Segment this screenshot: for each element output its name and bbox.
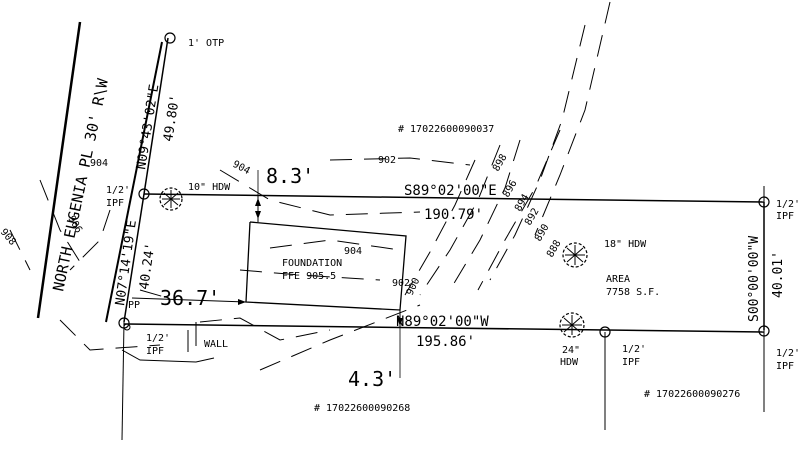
tree-24-hdw-label-b: HDW	[560, 357, 579, 368]
setback-south-arrow	[397, 318, 403, 326]
contour-label-892: 892	[523, 206, 542, 227]
setback-west-arrow	[238, 299, 246, 305]
bearing-north: S89°02'00"E	[404, 183, 497, 199]
parcel-north: # 17022600090037	[398, 124, 494, 135]
parcel-south-left: # 17022600090268	[314, 403, 410, 414]
boundary-north	[143, 193, 765, 203]
boundary-west-upper	[143, 37, 169, 195]
wall-label: WALL	[204, 339, 228, 350]
foundation-ffe: FFE 905.5	[282, 271, 336, 282]
distance-east: 40.01'	[771, 251, 786, 298]
ipf-sw-label-b: IPF	[146, 346, 164, 357]
power-pole-label: PP	[128, 300, 140, 311]
ipf-se-label-b: IPF	[776, 361, 794, 372]
ipf-se-label-a: 1/2'	[776, 348, 800, 359]
area-value: 7758 S.F.	[606, 287, 660, 298]
power-pole-icon	[123, 323, 131, 331]
boundary-west-extension	[121, 321, 125, 441]
setback-north-arrow-top	[255, 198, 261, 206]
contour-label-902-north: 902	[378, 155, 396, 166]
contour-lines	[9, 1, 611, 371]
contour-label-902-foundation: 902	[392, 278, 410, 289]
row-line-inner	[105, 41, 163, 323]
contour-label-908: 908	[0, 227, 18, 248]
contour-label-888: 888	[545, 238, 564, 259]
ipf-nw-label-a: 1/2'	[106, 185, 130, 196]
ipf-nw-icon	[138, 188, 150, 200]
contour-label-898: 898	[491, 152, 510, 173]
distance-north: 190.79'	[424, 207, 483, 223]
setback-south-label: 4.3'	[348, 367, 396, 391]
tree-18-hdw-label: 18" HDW	[604, 239, 647, 250]
area-label: AREA	[606, 274, 630, 285]
ipf-ne-label-b: IPF	[776, 211, 794, 222]
ipf-nw-label-b: IPF	[106, 198, 124, 209]
ipf-sw-label-a: 1/2'	[146, 333, 170, 344]
ipf-mid-icon	[599, 326, 611, 338]
foundation-label: FOUNDATION	[282, 258, 342, 269]
row-line-outer	[36, 21, 82, 319]
distance-west-lower: 40.24'	[137, 242, 158, 291]
contour-label-890: 890	[533, 222, 552, 243]
bearing-east: S00°00'00"W	[747, 236, 762, 322]
otp-label: 1' OTP	[188, 38, 224, 49]
setback-north-arrow-bottom	[255, 211, 261, 219]
contour-label-904-north: 904	[231, 159, 252, 177]
street-name: NORTH EUGENIA PL 30' R\W	[49, 76, 112, 293]
boundary-west-lower	[123, 193, 145, 323]
boundary-south	[123, 323, 765, 333]
setback-west-label: 36.7'	[160, 286, 220, 310]
bearing-west-upper: N09°43'02"E	[134, 83, 162, 170]
tree-10-hdw-label: 10" HDW	[188, 182, 231, 193]
ipf-se-icon	[758, 325, 770, 337]
setback-west-line	[131, 297, 247, 303]
ipf-ne-icon	[758, 196, 770, 208]
contour-label-904-west: 904	[90, 158, 108, 169]
contour-label-896: 896	[501, 178, 520, 199]
ipf-mid-label-b: IPF	[622, 357, 640, 368]
setback-north-label: 8.3'	[266, 164, 314, 188]
parcel-south-right: # 17022600090276	[644, 389, 740, 400]
setback-dimensions	[131, 170, 403, 378]
street-right-of-way	[36, 21, 163, 323]
wall-lines	[121, 322, 215, 363]
distance-west-upper: 49.80'	[161, 94, 183, 143]
contour-label-904-foundation: 904	[344, 246, 362, 257]
tree-18-hdw-icon	[562, 242, 588, 268]
ipf-ne-label-a: 1/2'	[776, 199, 800, 210]
property-boundary	[121, 37, 765, 441]
ipf-mid-label-a: 1/2'	[622, 344, 646, 355]
tree-24-hdw-label-a: 24"	[562, 345, 580, 356]
bearing-south: N89°02'00"W	[396, 314, 489, 330]
otp-monument-icon	[164, 32, 176, 44]
tree-24-hdw-icon	[559, 312, 585, 338]
distance-south: 195.86'	[416, 334, 475, 350]
tree-10-hdw-icon	[159, 187, 183, 211]
